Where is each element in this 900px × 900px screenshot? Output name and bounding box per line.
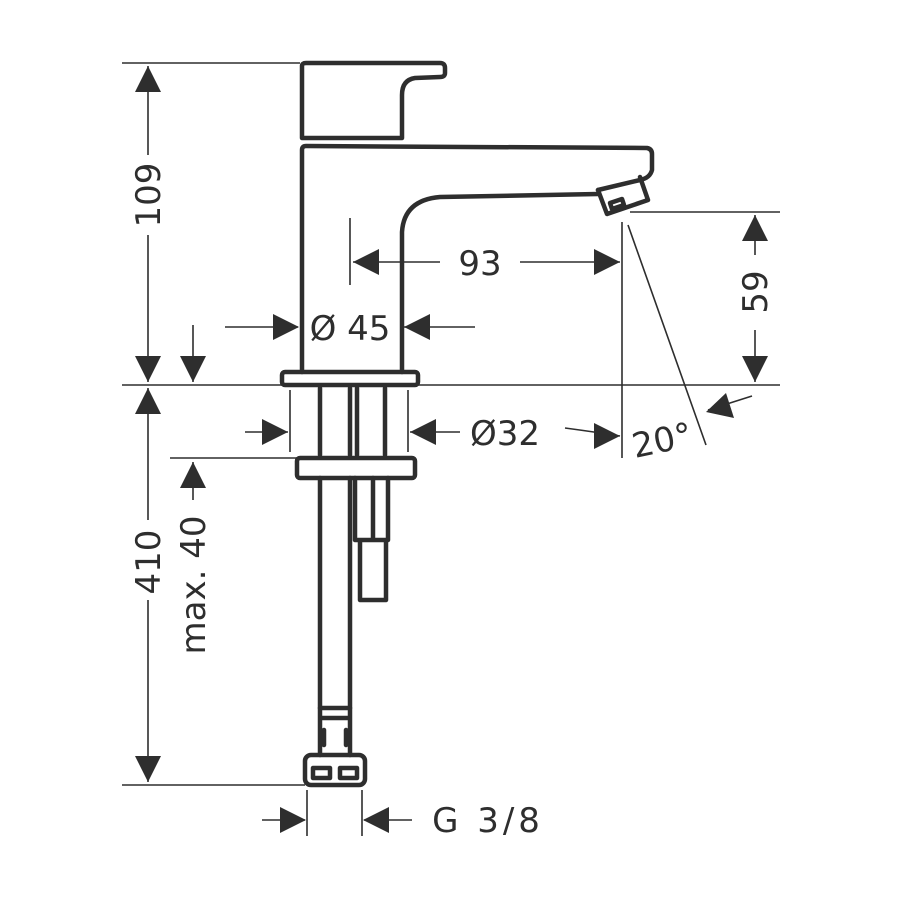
faucet-outline (279, 60, 655, 788)
dim-angle-20: 20° (629, 415, 696, 467)
dim-410: 410 (129, 530, 169, 595)
dim-59: 59 (736, 270, 776, 313)
dim-diameter-45: Ø 45 (310, 309, 391, 349)
dim-diameter-32: Ø32 (470, 414, 540, 454)
arrowheads (135, 66, 768, 833)
dim-g-3-8: G 3/8 (432, 801, 544, 841)
dim-109: 109 (129, 163, 169, 228)
dim-max-40: max. 40 (174, 516, 214, 655)
dim-93: 93 (458, 244, 501, 284)
